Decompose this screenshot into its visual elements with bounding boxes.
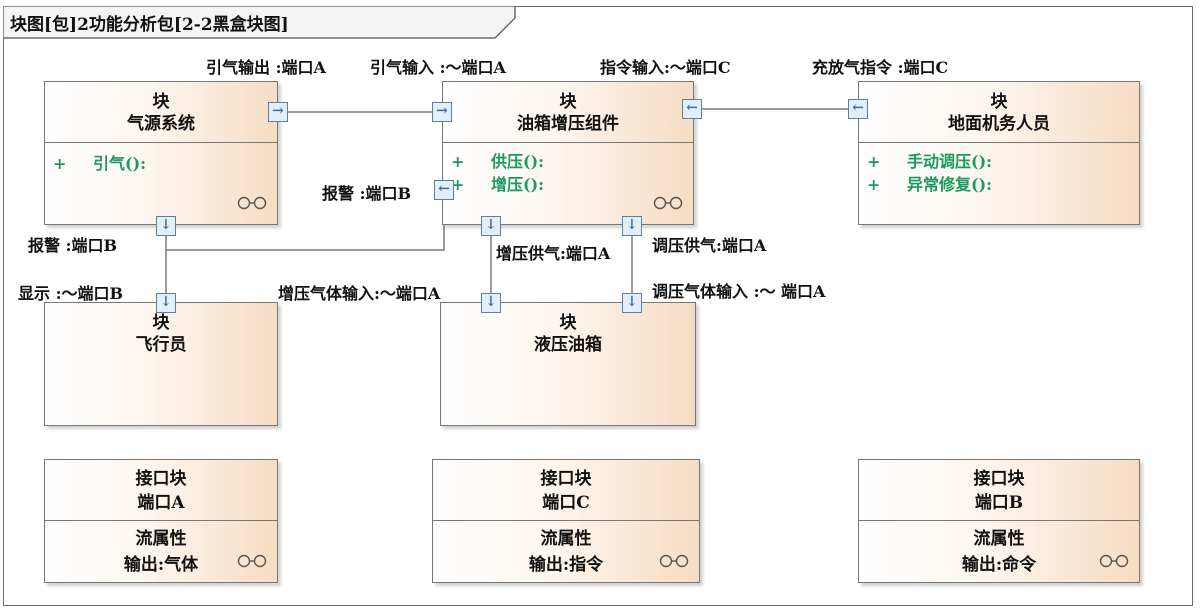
flow-properties-heading: 流属性 — [973, 529, 1025, 549]
block-stereotype: 块 — [152, 92, 170, 112]
block-stereotype: 接口块 — [135, 469, 187, 489]
operation-item[interactable]: +引气(): — [53, 154, 147, 173]
operation-item[interactable]: +异常修复(): — [867, 175, 993, 194]
flow-properties-heading: 流属性 — [540, 529, 592, 549]
glasses-icon — [659, 554, 689, 568]
flow-properties-heading: 流属性 — [135, 529, 187, 549]
port-bleed-in-arrow-right-icon[interactable]: → — [432, 102, 452, 122]
port-label-bleed-out: 引气输出 :端口A — [206, 58, 326, 77]
port-boost-supply-arrow-down-icon[interactable]: ↓ — [481, 216, 501, 236]
port-bleed-out-arrow-right-icon[interactable]: → — [268, 102, 288, 122]
interface-block-port-c[interactable]: 接口块 端口C 流属性 输出:指令 — [432, 459, 700, 583]
port-label-boost-supply: 增压供气:端口A — [496, 244, 611, 263]
glasses-icon — [237, 196, 267, 210]
operation-item[interactable]: +供压(): — [451, 152, 545, 171]
port-label-boost-gas-in: 增压气体输入:～端口A — [278, 284, 441, 303]
port-label-alarm-air: 报警 :端口B — [28, 236, 118, 255]
port-boost-gas-in-arrow-down-icon[interactable]: ↓ — [481, 293, 501, 313]
block-air-system[interactable]: 块 气源系统 +引气(): — [44, 81, 278, 225]
block-name: 液压油箱 — [534, 335, 602, 355]
port-label-alarm-booster: 报警 :端口B — [322, 184, 412, 203]
port-label-charge-cmd: 充放气指令 :端口C — [812, 58, 949, 77]
block-name: 端口B — [974, 493, 1024, 513]
port-regulate-supply-arrow-down-icon[interactable]: ↓ — [622, 216, 642, 236]
port-label-regulate-gas-in: 调压气体输入 :～ 端口A — [652, 282, 826, 301]
block-stereotype: 块 — [152, 313, 170, 333]
glasses-icon — [1099, 554, 1129, 568]
block-name: 气源系统 — [127, 114, 195, 134]
operation-item[interactable]: +手动调压(): — [867, 152, 993, 171]
port-label-regulate-supply: 调压供气:端口A — [652, 236, 767, 255]
port-label-cmd-in: 指令输入:～端口C — [600, 58, 731, 77]
block-stereotype: 块 — [559, 313, 577, 333]
interface-block-port-a[interactable]: 接口块 端口A 流属性 输出:气体 — [44, 459, 278, 583]
port-regulate-gas-in-arrow-down-icon[interactable]: ↓ — [622, 293, 642, 313]
frame-title: 块图[包]2功能分析包[2-2黑盒块图] — [10, 15, 289, 35]
flow-property[interactable]: 输出:命令 — [961, 555, 1037, 575]
glasses-icon — [653, 196, 683, 210]
block-name: 端口C — [542, 493, 590, 513]
port-alarm-booster-arrow-left-icon[interactable]: ← — [434, 180, 454, 200]
block-pilot[interactable]: 块 飞行员 — [44, 302, 278, 426]
block-stereotype: 接口块 — [540, 469, 592, 489]
block-hydraulic-tank[interactable]: 块 液压油箱 — [440, 302, 696, 426]
block-name: 地面机务人员 — [948, 114, 1050, 134]
block-stereotype: 块 — [990, 92, 1008, 112]
port-alarm-air-arrow-down-icon[interactable]: ↓ — [156, 216, 176, 236]
port-label-bleed-in: 引气输入 :～端口A — [370, 58, 506, 77]
operation-item[interactable]: +增压(): — [451, 175, 545, 194]
flow-property[interactable]: 输出:气体 — [123, 555, 199, 575]
block-tank-booster[interactable]: 块 油箱增压组件 +供压(): +增压(): — [442, 81, 694, 225]
diagram-frame — [3, 6, 1193, 606]
flow-property[interactable]: 输出:指令 — [528, 555, 604, 575]
port-label-display: 显示 :～端口B — [18, 284, 124, 303]
interface-block-port-b[interactable]: 接口块 端口B 流属性 输出:命令 — [858, 459, 1140, 583]
block-ground-crew[interactable]: 块 地面机务人员 +手动调压(): +异常修复(): — [858, 81, 1140, 225]
block-name: 飞行员 — [135, 335, 187, 355]
block-stereotype: 块 — [559, 92, 577, 112]
block-name: 端口A — [137, 493, 185, 513]
port-cmd-in-arrow-left-icon[interactable]: ← — [682, 99, 702, 119]
block-stereotype: 接口块 — [973, 469, 1025, 489]
glasses-icon — [237, 554, 267, 568]
block-name: 油箱增压组件 — [517, 114, 619, 134]
frame-title-tab — [3, 6, 516, 39]
port-display-arrow-down-icon[interactable]: ↓ — [156, 293, 176, 313]
port-charge-cmd-arrow-left-icon[interactable]: ← — [848, 99, 868, 119]
